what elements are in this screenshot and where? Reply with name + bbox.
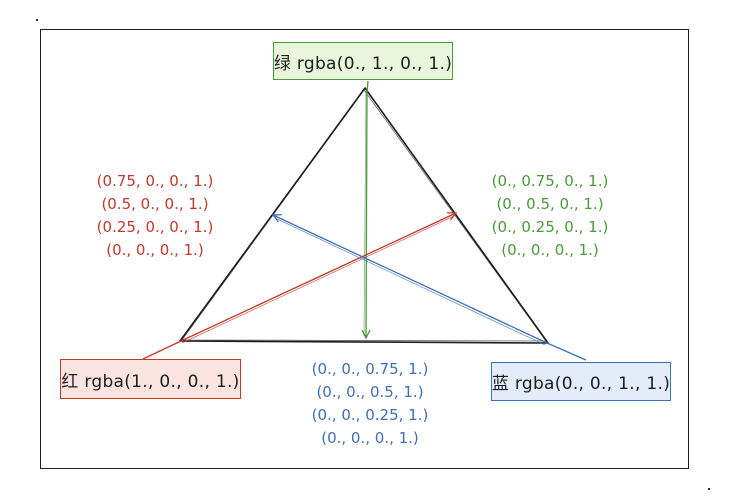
red-value-line: (0.75, 0., 0., 1.) (96, 172, 214, 190)
red-vertex-label: 红 rgba(1., 0., 0., 1.) (61, 371, 240, 392)
red-value-line: (0.5, 0., 0., 1.) (101, 195, 209, 213)
green-value-line: (0., 0.5, 0., 1.) (496, 195, 604, 213)
red-value-line: (0.25, 0., 0., 1.) (96, 218, 214, 236)
blue-vertex-label: 蓝 rgba(0., 0., 1., 1.) (491, 374, 671, 394)
green-gradient-values: (0., 0.75, 0., 1.) (0., 0.5, 0., 1.) (0.… (465, 170, 635, 262)
red-value-line: (0., 0., 0., 1.) (106, 241, 204, 259)
blue-arrow (273, 215, 587, 361)
green-value-line: (0., 0., 0., 1.) (501, 241, 599, 259)
blue-gradient-values: (0., 0., 0.75, 1.) (0., 0., 0.5, 1.) (0.… (285, 358, 455, 450)
blue-value-line: (0., 0., 0., 1.) (321, 429, 419, 447)
green-vertex-label: 绿 rgba(0., 1., 0., 1.) (273, 53, 453, 74)
red-gradient-values: (0.75, 0., 0., 1.) (0.5, 0., 0., 1.) (0.… (70, 170, 240, 262)
corner-dot-bottom-right (708, 488, 710, 490)
red-vertex-box: 红 rgba(1., 0., 0., 1.) (60, 359, 241, 399)
red-arrow (142, 213, 456, 360)
diagram-frame (40, 29, 689, 469)
green-vertex-box: 绿 rgba(0., 1., 0., 1.) (273, 42, 453, 80)
green-arrow (364, 80, 368, 338)
green-value-line: (0., 0.75, 0., 1.) (491, 172, 609, 190)
blue-value-line: (0., 0., 0.25, 1.) (311, 406, 429, 424)
blue-value-line: (0., 0., 0.75, 1.) (311, 360, 429, 378)
blue-value-line: (0., 0., 0.5, 1.) (316, 383, 424, 401)
corner-dot-top-left (36, 19, 38, 21)
blue-vertex-box: 蓝 rgba(0., 0., 1., 1.) (491, 362, 671, 401)
green-value-line: (0., 0.25, 0., 1.) (491, 218, 609, 236)
